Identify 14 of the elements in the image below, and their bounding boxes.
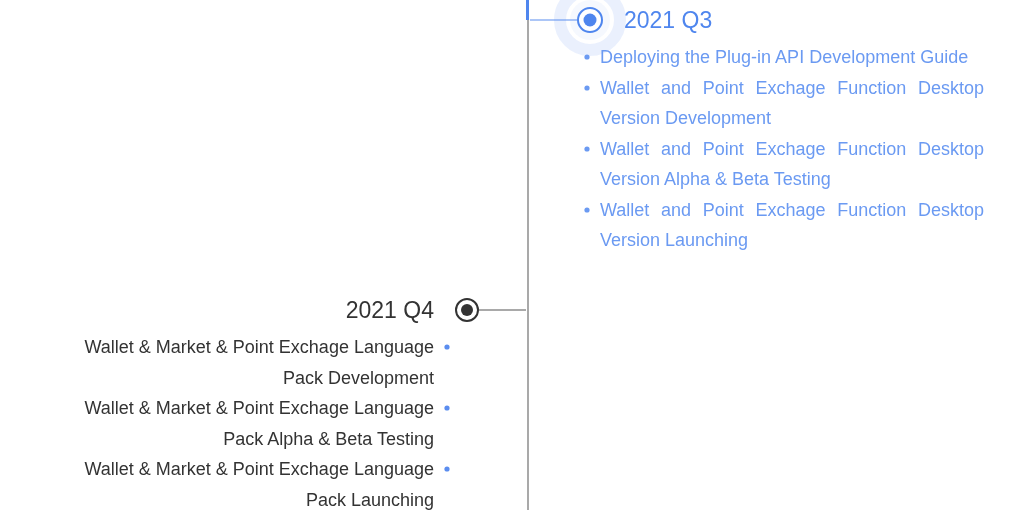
milestone-item: Wallet & Market & Point Exchage Language Pack Alpha & Beta Testing (83, 397, 434, 451)
connector-line (478, 309, 527, 311)
milestone-heading: 2021 Q3 (624, 6, 713, 34)
milestone-heading: 2021 Q4 (345, 296, 434, 324)
milestone-item: Wallet and Point Exchage Function Desktop Version Development (600, 76, 984, 130)
milestone-item: Wallet and Point Exchage Function Desktop Version Launching (600, 198, 984, 252)
milestone-item: Wallet & Market & Point Exchage Language Pack Development (83, 336, 434, 390)
connector-line (529, 19, 578, 21)
milestone-marker (455, 298, 479, 322)
milestone-item: Deploying the Plug-in API Development Guide (600, 46, 970, 69)
milestone-item: Wallet & Market & Point Exchage Language Pack Launching (83, 458, 434, 512)
milestone-marker (577, 7, 603, 33)
milestone-item: Wallet and Point Exchage Function Desktop Version Alpha & Beta Testing (600, 137, 984, 191)
timeline-axis (526, 0, 530, 510)
